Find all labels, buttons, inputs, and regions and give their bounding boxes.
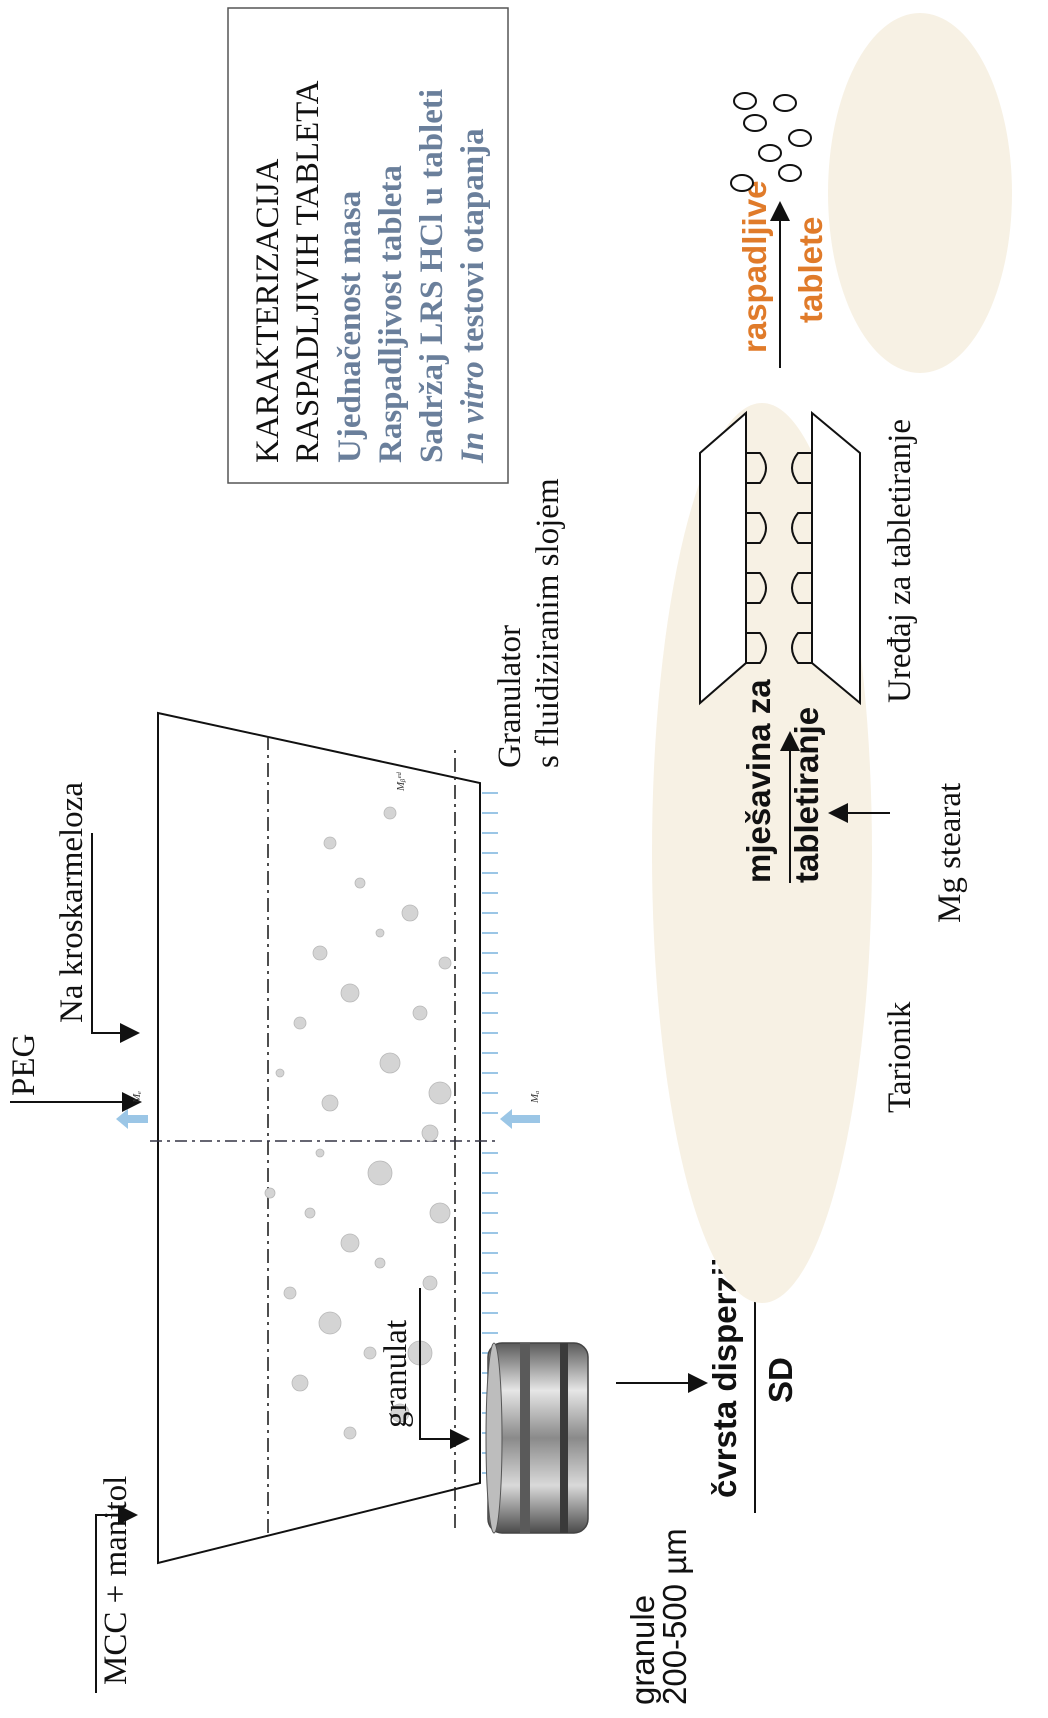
svg-text:Mₐ: Mₐ <box>529 1091 541 1104</box>
label-granulat: granulat <box>378 1320 414 1428</box>
particles <box>264 806 452 1440</box>
char-item-1: Ujednačenost masa <box>332 191 368 463</box>
char-title-2: RASPADLJIVIH TABLETA <box>290 80 326 463</box>
air-distributor <box>482 792 498 1474</box>
output-highlight <box>828 13 1012 373</box>
tablets-icon <box>730 92 812 192</box>
label-blend: mješavina za <box>740 679 777 883</box>
input-mcc-manitol: MCC + manitol <box>95 1476 138 1693</box>
air-outlet-arrow <box>116 1109 148 1129</box>
label-output: raspadljive <box>736 181 773 353</box>
label-output-2: tablete <box>792 217 829 323</box>
input-peg: PEG <box>6 1034 142 1112</box>
label-granule: granule <box>624 1595 661 1705</box>
fluid-bed-granulator: Mₑ Mₐ Mᵦᵉᵈ <box>116 711 541 1565</box>
svg-text:Mₑ: Mₑ <box>131 1091 143 1104</box>
label-mg-stearat: Mg stearat <box>932 783 968 923</box>
granulator-title: Granulator <box>492 625 528 768</box>
label-mortar: Tarionik <box>882 1001 918 1113</box>
arrow-granulat <box>419 1288 470 1449</box>
tablet-press <box>699 410 861 706</box>
char-item-2: Raspadljivost tableta <box>373 165 409 463</box>
char-item-3: Sadržaj LRS HCl u tableti <box>414 89 450 463</box>
svg-text:PEG: PEG <box>6 1034 42 1096</box>
label-tablet-press: Uređaj za tabletiranje <box>882 419 918 703</box>
label-granule-size: 200-500 µm <box>656 1528 693 1705</box>
granulator-subtitle: s fluidiziranim slojem <box>530 478 566 768</box>
input-na-kroskarmeloza: Na kroskarmeloza <box>54 782 140 1043</box>
svg-text:Na kroskarmeloza: Na kroskarmeloza <box>54 782 90 1023</box>
characterization-box <box>227 7 509 484</box>
label-blend-2: tabletiranje <box>788 707 825 883</box>
char-item-4: In vitro testovi otapanja <box>455 128 491 464</box>
air-inlet-arrow <box>500 1109 540 1129</box>
svg-text:Mᵦᵉᵈ: Mᵦᵉᵈ <box>395 772 407 792</box>
label-sd: SD <box>762 1357 799 1403</box>
char-title-1: KARAKTERIZACIJA <box>250 159 286 463</box>
svg-text:MCC + manitol: MCC + manitol <box>98 1476 134 1685</box>
sieve-image <box>485 1342 589 1534</box>
